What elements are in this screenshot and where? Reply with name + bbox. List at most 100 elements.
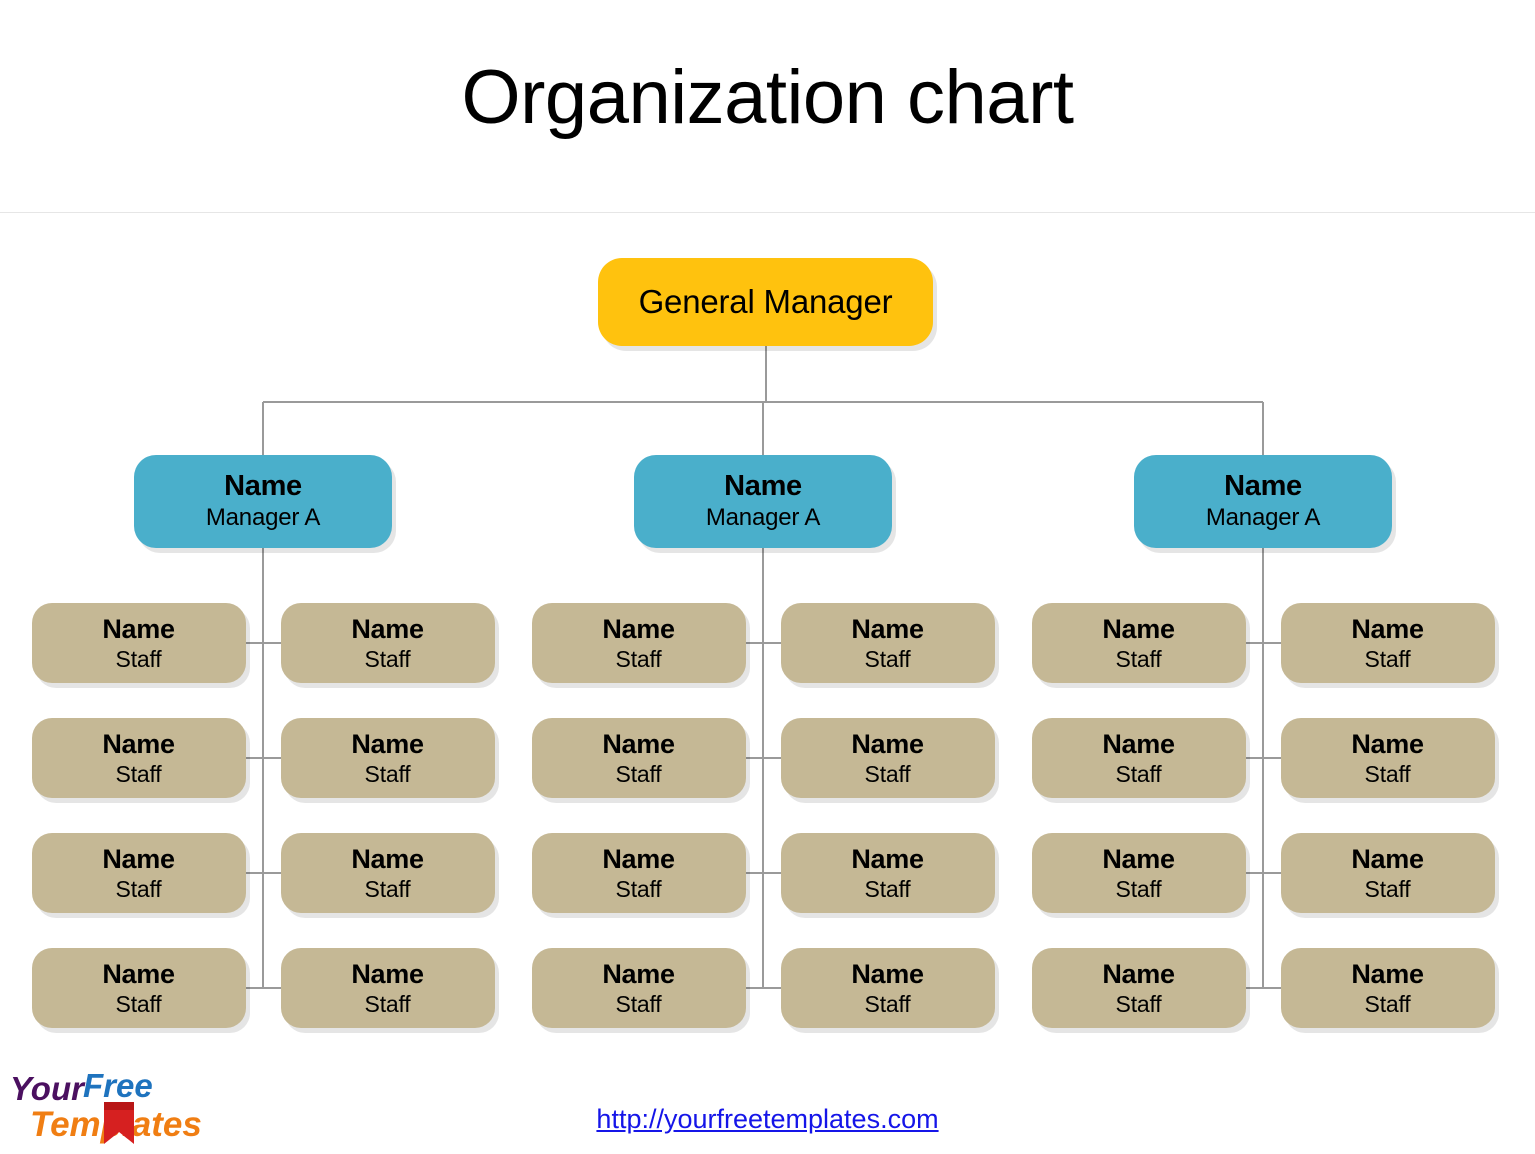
node-staff-2-1-name: Name: [602, 613, 675, 644]
connector-stub-1-6: [263, 872, 281, 874]
node-staff-3-7-name: Name: [1102, 958, 1175, 989]
node-staff-3-8-role: Staff: [1364, 990, 1411, 1017]
node-staff-3-6-name: Name: [1351, 843, 1424, 874]
node-staff-2-5-role: Staff: [615, 875, 662, 902]
node-staff-2-5-name: Name: [602, 843, 675, 874]
node-staff-1-4-name: Name: [351, 728, 424, 759]
node-staff-3-5-role: Staff: [1115, 875, 1162, 902]
node-manager-3-role: Manager A: [1205, 504, 1321, 531]
connector-stub-3-2: [1263, 642, 1281, 644]
node-staff-2-6-name: Name: [851, 843, 924, 874]
node-staff-1-5-role: Staff: [115, 875, 162, 902]
node-staff-1-8-role: Staff: [364, 990, 411, 1017]
connector-bus-to-manager-1: [262, 402, 264, 455]
node-staff-1-7-role: Staff: [115, 990, 162, 1017]
node-staff-2-2-role: Staff: [864, 645, 911, 672]
page-title: Organization chart: [461, 55, 1075, 140]
connector-stub-3-5: [1245, 872, 1263, 874]
connector-stub-3-3: [1245, 757, 1263, 759]
node-manager-2-role: Manager A: [705, 504, 821, 531]
node-staff-2-7-role: Staff: [615, 990, 662, 1017]
node-staff-3-2-role: Staff: [1364, 645, 1411, 672]
connector-stub-2-6: [763, 872, 781, 874]
brand-logo: Your Free Templates: [8, 1064, 218, 1150]
site-url-link[interactable]: http://yourfreetemplates.com: [596, 1104, 939, 1134]
node-staff-3-3-name: Name: [1102, 728, 1175, 759]
connector-stub-2-8: [763, 987, 781, 989]
connector-stub-2-3: [745, 757, 763, 759]
node-staff-3-3-role: Staff: [1115, 760, 1162, 787]
connector-bus-to-manager-3: [1262, 402, 1264, 455]
node-staff-3-4-name: Name: [1351, 728, 1424, 759]
node-staff-2-3-role: Staff: [615, 760, 662, 787]
connector-stub-1-8: [263, 987, 281, 989]
connector-stub-2-4: [763, 757, 781, 759]
connector-stub-3-7: [1245, 987, 1263, 989]
node-staff-2-8-role: Staff: [864, 990, 911, 1017]
node-staff-2-4-role: Staff: [864, 760, 911, 787]
title-band: Organization chart: [0, 0, 1535, 213]
node-staff-2-4-name: Name: [851, 728, 924, 759]
svg-text:Your: Your: [10, 1070, 86, 1107]
node-manager-2-name: Name: [724, 470, 802, 502]
node-staff-1-3-role: Staff: [115, 760, 162, 787]
node-staff-1-6-role: Staff: [364, 875, 411, 902]
node-staff-2-2-name: Name: [851, 613, 924, 644]
node-staff-1-5-name: Name: [102, 843, 175, 874]
node-general-manager-label: General Manager: [638, 283, 893, 320]
node-staff-1-2-role: Staff: [364, 645, 411, 672]
node-staff-3-4-role: Staff: [1364, 760, 1411, 787]
node-general-manager[interactable]: General Manager: [598, 258, 933, 346]
connector-stub-2-1: [745, 642, 763, 644]
node-staff-1-7-name: Name: [102, 958, 175, 989]
node-manager-1-role: Manager A: [205, 504, 321, 531]
node-staff-2-6-role: Staff: [864, 875, 911, 902]
svg-text:Free: Free: [83, 1067, 153, 1104]
node-staff-1-6-name: Name: [351, 843, 424, 874]
title-divider: [0, 212, 1535, 213]
node-staff-1-4-role: Staff: [364, 760, 411, 787]
connector-manager-spine-1: [262, 548, 264, 988]
node-staff-2-8-name: Name: [851, 958, 924, 989]
footer: Your Free Templates http://yourfreetempl…: [0, 1058, 1535, 1151]
node-staff-1-2-name: Name: [351, 613, 424, 644]
node-staff-3-7-role: Staff: [1115, 990, 1162, 1017]
node-staff-3-1-role: Staff: [1115, 645, 1162, 672]
connector-stub-1-4: [263, 757, 281, 759]
node-staff-2-1-role: Staff: [615, 645, 662, 672]
node-staff-3-2-name: Name: [1351, 613, 1424, 644]
node-staff-2-7-name: Name: [602, 958, 675, 989]
node-staff-1-1-name: Name: [102, 613, 175, 644]
node-staff-1-3-name: Name: [102, 728, 175, 759]
connector-stub-3-4: [1263, 757, 1281, 759]
